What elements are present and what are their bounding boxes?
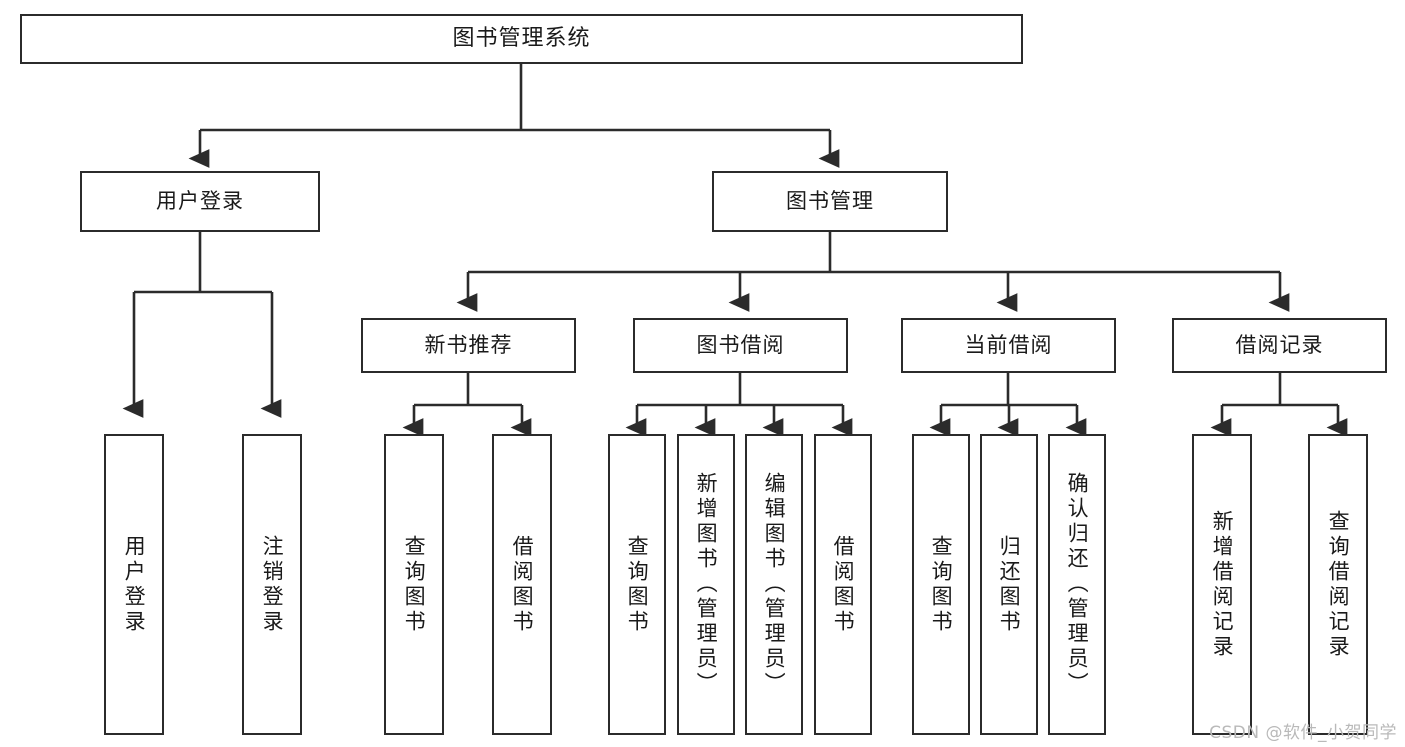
node-book-manage-label: 图书管理 — [786, 188, 874, 213]
node-leaf-query-book-1[interactable]: 查询图书 — [384, 434, 444, 735]
node-leaf-query-book-3-label: 查询图书 — [929, 534, 954, 635]
node-leaf-query-record-label: 查询借阅记录 — [1326, 509, 1351, 660]
node-borrow-record[interactable]: 借阅记录 — [1172, 318, 1387, 373]
node-leaf-add-record-label: 新增借阅记录 — [1210, 509, 1235, 660]
node-leaf-edit-book[interactable]: 编辑图书（管理员） — [745, 434, 803, 735]
node-book-manage[interactable]: 图书管理 — [712, 171, 948, 232]
node-leaf-query-book-3[interactable]: 查询图书 — [912, 434, 970, 735]
node-leaf-query-book-2-label: 查询图书 — [625, 534, 650, 635]
node-leaf-edit-book-label: 编辑图书（管理员） — [762, 472, 787, 697]
node-user-login-label: 用户登录 — [156, 188, 244, 213]
node-new-book-recommend-label: 新书推荐 — [424, 332, 513, 357]
node-current-borrow-label: 当前借阅 — [964, 332, 1053, 357]
node-leaf-borrow-book-1-label: 借阅图书 — [510, 534, 535, 635]
node-borrow-record-label: 借阅记录 — [1235, 332, 1324, 357]
node-book-borrow-label: 图书借阅 — [696, 332, 785, 357]
node-leaf-query-book-2[interactable]: 查询图书 — [608, 434, 666, 735]
node-leaf-logout-label: 注销登录 — [260, 534, 285, 635]
node-leaf-add-book[interactable]: 新增图书（管理员） — [677, 434, 735, 735]
node-new-book-recommend[interactable]: 新书推荐 — [361, 318, 576, 373]
node-leaf-borrow-book-2-label: 借阅图书 — [831, 534, 856, 635]
node-leaf-return-book-label: 归还图书 — [997, 534, 1022, 635]
node-leaf-confirm-return-label: 确认归还（管理员） — [1065, 472, 1090, 697]
node-leaf-user-login[interactable]: 用户登录 — [104, 434, 164, 735]
node-leaf-add-record[interactable]: 新增借阅记录 — [1192, 434, 1252, 735]
node-user-login[interactable]: 用户登录 — [80, 171, 320, 232]
node-leaf-query-book-1-label: 查询图书 — [402, 534, 427, 635]
node-current-borrow[interactable]: 当前借阅 — [901, 318, 1116, 373]
node-leaf-confirm-return[interactable]: 确认归还（管理员） — [1048, 434, 1106, 735]
node-leaf-return-book[interactable]: 归还图书 — [980, 434, 1038, 735]
node-leaf-borrow-book-1[interactable]: 借阅图书 — [492, 434, 552, 735]
node-leaf-query-record[interactable]: 查询借阅记录 — [1308, 434, 1368, 735]
node-book-borrow[interactable]: 图书借阅 — [633, 318, 848, 373]
node-leaf-logout[interactable]: 注销登录 — [242, 434, 302, 735]
node-root-label: 图书管理系统 — [452, 25, 591, 51]
node-root[interactable]: 图书管理系统 — [20, 14, 1023, 64]
csdn-watermark: CSDN @软件_小贺同学 — [1209, 723, 1397, 743]
node-leaf-borrow-book-2[interactable]: 借阅图书 — [814, 434, 872, 735]
node-leaf-add-book-label: 新增图书（管理员） — [694, 472, 719, 697]
node-leaf-user-login-label: 用户登录 — [122, 534, 147, 635]
